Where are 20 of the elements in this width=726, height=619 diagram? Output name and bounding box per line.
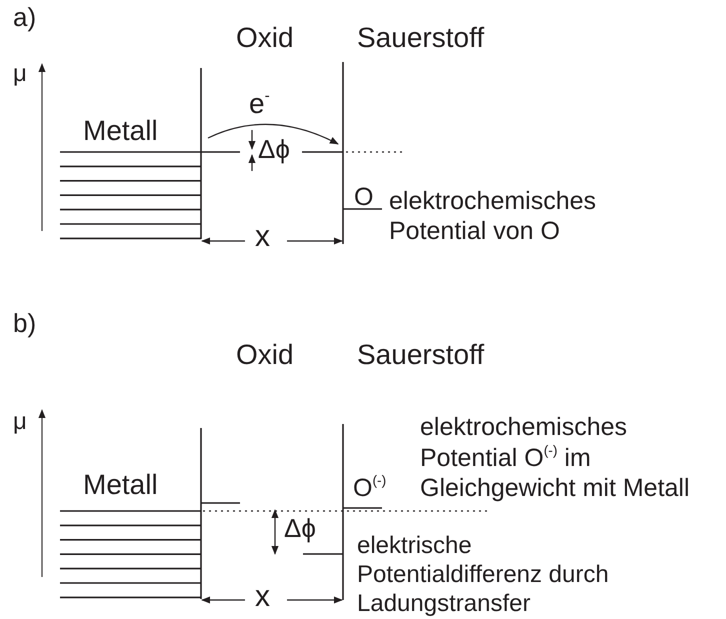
label: O — [354, 183, 374, 212]
label: Metall — [83, 115, 158, 148]
label: b) — [13, 309, 36, 339]
label: O$^{(-)}$ — [353, 474, 386, 503]
label: Metall — [83, 469, 158, 502]
label: Sauerstoff — [357, 22, 484, 54]
label: x — [255, 580, 270, 614]
label: e$^{-}$ — [249, 88, 270, 120]
label: Oxid — [236, 339, 294, 372]
label: Δϕ — [284, 514, 316, 544]
label: elektrochemisches Potential von O — [389, 186, 598, 246]
label: x — [255, 220, 270, 254]
label: μ — [13, 60, 27, 88]
label: Sauerstoff — [357, 339, 484, 372]
label: Oxid — [236, 22, 294, 54]
label: μ — [13, 408, 27, 436]
label: elektrische Potentialdifferenz durch Ladungstransfer — [357, 532, 610, 618]
label: a) — [13, 3, 36, 33]
label: Δϕ — [258, 135, 290, 165]
label: elektrochemisches Potential O$^{(-)}$ im Gleichgewicht mit Metall — [420, 412, 691, 504]
